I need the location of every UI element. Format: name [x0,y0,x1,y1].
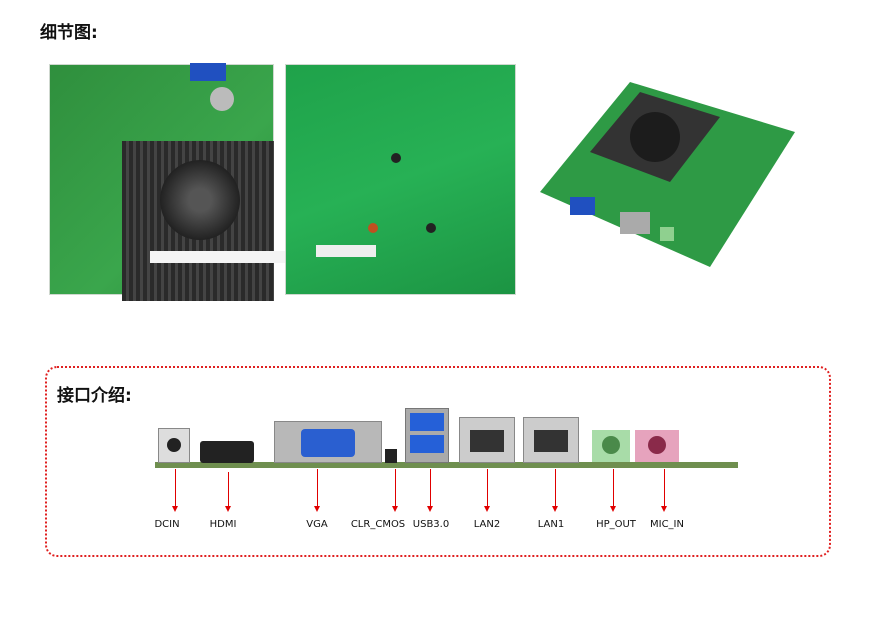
lan1-connector [523,417,579,463]
arrow-lan1 [552,469,558,512]
screw-hole [391,153,401,163]
arrow-clr-cmos [392,469,398,512]
interface-section [45,366,831,557]
label-mic-in: MIC_IN [650,519,684,530]
motherboard-front-photo [49,63,290,301]
sticker [316,245,376,257]
motherboard-angled-photo [530,72,795,272]
mic-in-jack [635,430,679,462]
hdmi-connector [200,441,254,463]
motherboard-back-photo [285,64,516,295]
cmos-battery [210,87,234,111]
arrow-usb3 [427,469,433,512]
screw-hole [368,223,378,233]
interface-title: 接口介绍: [57,386,132,406]
usb3-connector [405,408,449,463]
dcin-connector [158,428,190,463]
lan2-connector [459,417,515,463]
fan-icon [160,160,240,240]
label-hp-out: HP_OUT [596,519,636,530]
label-vga: VGA [306,519,328,530]
label-dcin: DCIN [154,519,180,530]
arrow-hp-out [610,469,616,512]
sodimm-slot [150,251,290,263]
label-lan2: LAN2 [473,519,501,530]
arrow-dcin [172,469,178,512]
detail-images-title: 细节图: [40,23,98,43]
arrow-lan2 [484,469,490,512]
label-lan1: LAN1 [537,519,565,530]
label-clr-cmos: CLR_CMOS [350,519,406,530]
arrow-vga [314,469,320,512]
arrow-mic-in [661,469,667,512]
arrow-hdmi [225,472,231,512]
clr-cmos-jumper [385,449,397,463]
label-usb3: USB3.0 [412,519,450,530]
screw-hole [426,223,436,233]
pcb-edge [155,462,738,468]
hp-out-jack [592,430,630,462]
vga-connector [274,421,382,463]
label-hdmi: HDMI [209,519,237,530]
vga-port [190,63,226,81]
